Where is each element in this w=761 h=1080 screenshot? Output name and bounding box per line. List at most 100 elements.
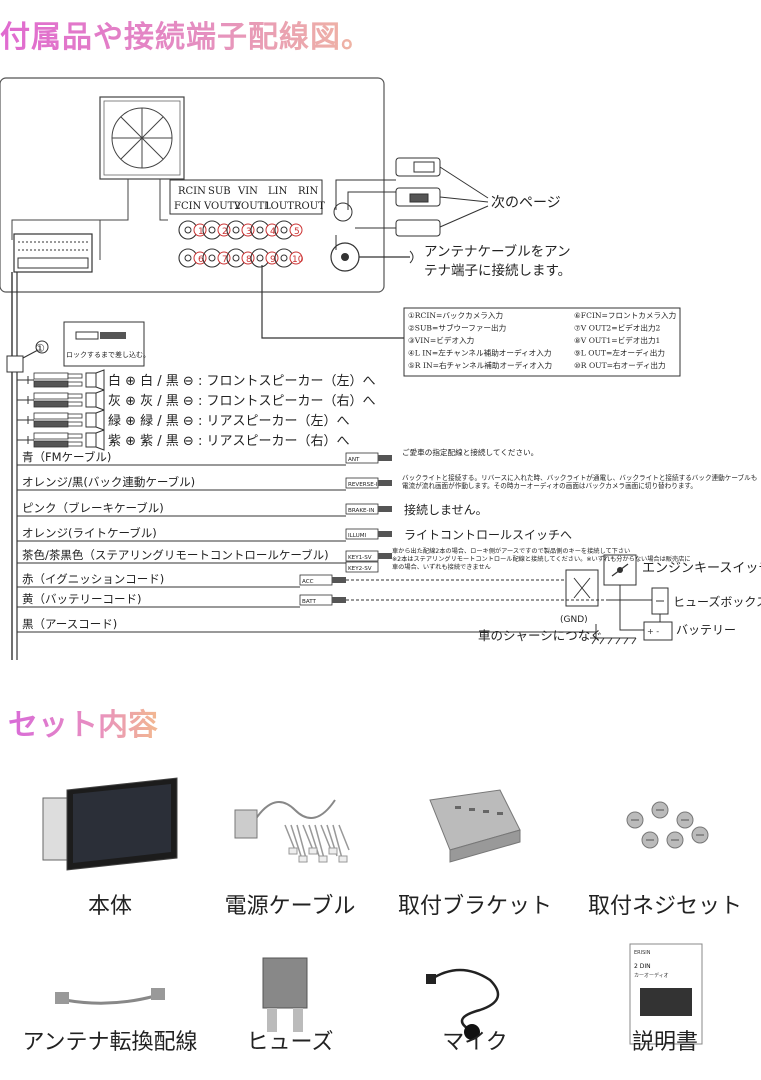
legend-right-item: ⑧V OUT1=ビデオ出力1 [574,335,660,345]
speaker-label: 緑 ⊕ 緑 / 黒 ⊖ : リアスピーカー（左）へ [108,414,349,429]
wire-label: 赤（イグニッションコード) [22,572,164,586]
jack-number: 5 [294,227,300,237]
wire-label: 茶色/茶黒色（ステアリングリモートコントロールケーブル) [22,548,329,562]
manual-brand: ERISIN [634,950,651,956]
contents-item-label: 電源ケーブル [224,894,356,919]
wire-tag-label: KEY1-SV [348,555,372,561]
battery-label: バッテリー [676,623,736,637]
head-unit-icon [42,777,178,871]
rca-label-bottom: LOUT [264,201,294,212]
jack-number: 8 [246,255,252,265]
contents-item-label: マイク [442,1030,508,1055]
legend-right-item: ⑥FCIN=フロントカメラ入力 [574,310,676,320]
power-cable-icon [234,799,350,863]
wire-label: 黄（バッテリーコード) [22,592,142,606]
fuse-box-label: ヒューズボックス [673,594,761,609]
speaker-label: 白 ⊕ 白 / 黒 ⊖ : フロントスピーカー（左）へ [108,373,375,389]
wire-tag-label: ILLUMI [348,533,367,539]
jack-number: 6 [198,255,204,265]
wire-tag-label: BATT [302,599,317,605]
jack-number: 10 [292,255,304,265]
jack-number: 2 [222,227,228,237]
connector-plug-icon [332,597,346,603]
rca-label-bottom: ROUT [294,201,325,212]
wire-note: バックライトと接続する。リバースに入れた時、バックライトが通電し、バックライトと… [402,473,757,482]
legend-left-item: ⑤R IN=右チャンネル補助オーディオ入力 [408,360,552,370]
wire-label: 黒（アースコード) [22,617,117,631]
engine-key-switch-label: エンジンキースイッチ [642,561,761,576]
contents-item-label: ヒューズ [246,1030,334,1055]
contents-item-label: 取付ネジセット [587,894,742,919]
wire-note: 電流が流れ画面が作動します。その時カーオーディオの画面はバックカメラ画面に切り替… [402,481,697,490]
wire-row: オレンジ(ライトケーブル) ILLUMI ライトコントロールスイッチへ [17,526,572,542]
legend-right-item: ⑩R OUT=右オーディ出力 [574,360,666,370]
wire-row: 茶色/茶黒色（ステアリングリモートコントロールケーブル) KEY1-SV KEY2-… [17,547,691,573]
battery-icon: + - [643,621,673,641]
antenna-instruction-line2: テナ端子に接続します。 [424,262,571,279]
connector-plug-icon [378,480,392,486]
antenna-socket-icon [330,242,410,272]
lock-marker: ① [35,342,45,355]
jack-number: 9 [270,255,276,265]
rca-plug-icon [333,157,441,250]
wire-tag-label: BRAKE-IN [348,508,374,514]
wire-note: ライトコントロールスイッチへ [404,528,572,542]
wire-label: オレンジ/黒(バック連動ケーブル) [22,475,195,489]
wire-row: 赤（イグニッションコード) ACC [17,572,566,588]
speaker-label: 灰 ⊕ 灰 / 黒 ⊖ : フロントスピーカー（右）へ [108,394,375,409]
gnd-label: (GND) [560,615,588,625]
wire-tag-label: ACC [302,579,314,585]
contents-title: セット内容 [8,700,158,744]
legend-left-item: ②SUB=サブウーファー出力 [408,323,506,333]
wire-row: 黒（アースコード) [17,617,596,633]
legend-left-item: ①RCIN=バックカメラ入力 [408,310,503,320]
lock-note: ロックするまで差し込む。 [66,350,150,359]
cooling-fan-icon [99,96,185,180]
head-unit-rear-panel [0,77,385,293]
microphone-icon [426,968,500,1040]
rca-label-bottom: FCIN [174,201,202,212]
screws-icon [626,801,709,849]
manual-subtitle: カーオーディオ [634,972,669,979]
fuse-box-icon [651,587,669,615]
speaker-icon [85,409,105,431]
wire-note: 車から出た配線2本の場合、ローキ側がアースですので製品側のキーを接続して下さい [392,547,630,555]
harness-connector [13,233,93,273]
relay-box-icon [565,569,599,607]
antenna-instruction-line1: アンテナケーブルをアン [424,243,571,260]
connector-plug-icon [378,506,392,512]
next-page-label: 次のページ [491,195,561,211]
legend-left-item: ③VIN=ビデオ入力 [408,335,474,345]
contents-item-label: 本体 [87,894,132,919]
speaker-wire-row: 白 ⊕ 白 / 黒 ⊖ : フロントスピーカー（左）へ [17,369,375,391]
jack-number: 7 [222,255,228,265]
antenna-adapter-icon [55,988,165,1005]
wire-label: オレンジ(ライトケーブル) [22,526,157,540]
connector-plug-icon [332,577,346,583]
jack-number: 3 [246,227,252,237]
rca-legend-box [403,307,681,377]
connector-plug-icon [378,455,392,461]
contents-item-label: アンテナ転換配線 [22,1030,198,1055]
fuse-icon [262,957,308,1032]
wiring-title: 付属品や接続端子配線図。 [0,12,372,56]
wire-tag-label: KEY2-SV [348,566,372,572]
rca-label-top: RCIN [178,186,206,197]
connector-plug-icon [378,553,392,559]
speaker-wire-row: 灰 ⊕ 灰 / 黒 ⊖ : フロントスピーカー（右）へ [17,389,375,411]
wire-note: 車の場合、いずれも接続できません [392,563,491,571]
speaker-icon [85,429,105,451]
lock-note-box: ロックするまで差し込む。 [63,321,150,367]
contents-item-label: 説明書 [631,1030,698,1055]
lock-marker-circle [35,340,49,354]
wire-label: 青（FMケーブル) [22,450,111,464]
wire-note: ※2本はステアリングリモートコントロール配線と接続してください。※いずれも分から… [392,555,691,563]
wire-tag-label: REVERSE-IN [348,482,382,488]
speaker-wire-row: 紫 ⊕ 紫 / 黒 ⊖ : リアスピーカー（右）へ [17,429,349,451]
wire-row: オレンジ/黒(バック連動ケーブル) REVERSE-IN バックライトと接続する。リ… [17,473,757,491]
rca-label-top: VIN [237,186,258,197]
